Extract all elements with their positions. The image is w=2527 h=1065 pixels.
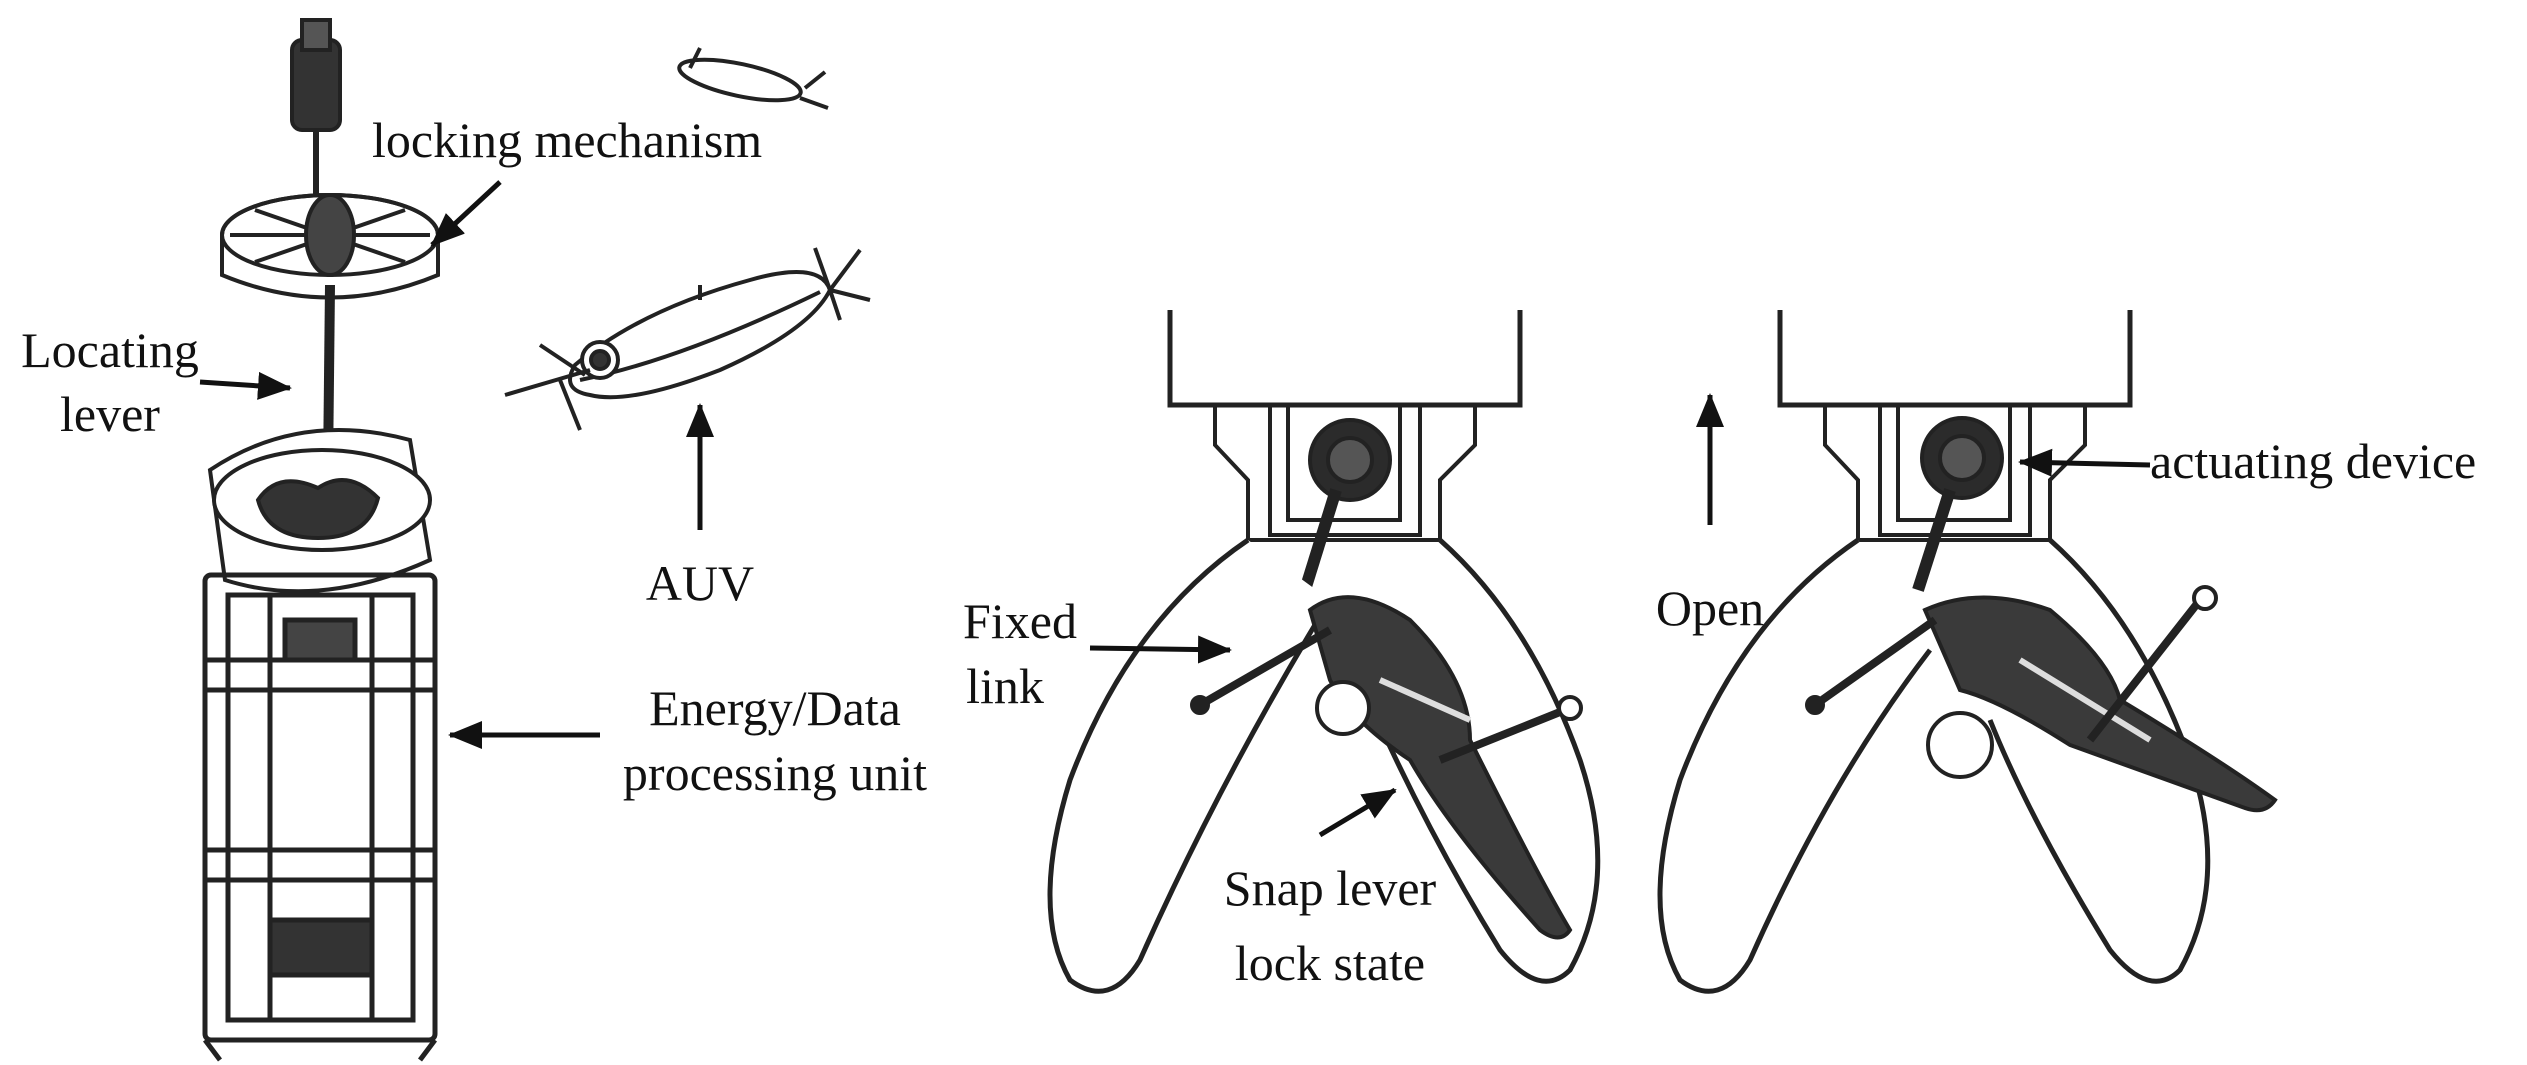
- locating-lever-arrow: [199, 371, 292, 400]
- label-fixed-link-line1: Fixed: [963, 593, 1077, 649]
- gripper-open-state: [1657, 310, 2278, 994]
- label-auv: AUV: [645, 555, 755, 611]
- label-energy-line1: Energy/Data: [649, 680, 901, 736]
- label-energy-line2: processing unit: [622, 745, 928, 801]
- left-annotation-arrows: [199, 180, 714, 749]
- label-locking-mechanism: locking mechanism: [372, 112, 763, 168]
- label-locating-lever-line2: lever: [60, 386, 160, 442]
- gripper-lock-state: [1047, 310, 1601, 994]
- auv-vehicle-icon: [504, 247, 871, 431]
- fixed-link-arrow: [1089, 635, 1232, 664]
- energy-data-processing-frame: [202, 572, 438, 1062]
- label-locating-lever-line1: Locating: [21, 322, 199, 378]
- locking-mechanism-arrow: [430, 180, 502, 247]
- docking-funnel: [207, 428, 433, 594]
- snap-lever-arrow: [1318, 787, 1397, 838]
- actuating-device-arrow: [2018, 448, 2151, 477]
- locking-mechanism-disc: [220, 193, 440, 300]
- gripper-annotation-arrows: [1089, 393, 2151, 838]
- label-snap-lever-line1: Snap lever: [1223, 860, 1437, 916]
- docking-station: [202, 18, 440, 1062]
- label-fixed-link-line2: link: [966, 658, 1044, 714]
- label-open: Open: [1655, 580, 1765, 636]
- small-auv-icon: [677, 47, 829, 110]
- label-actuating-device: actuating device: [2150, 433, 2477, 489]
- top-locking-head-icon: [290, 18, 342, 200]
- label-snap-lever-line2: lock state: [1234, 935, 1426, 991]
